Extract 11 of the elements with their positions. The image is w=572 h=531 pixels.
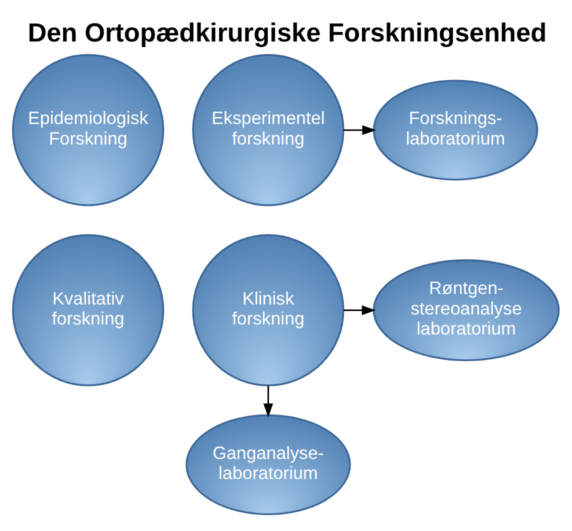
node-ellipse: Ganganalyse- laboratorium xyxy=(186,414,351,516)
arrow xyxy=(263,386,274,418)
arrow xyxy=(344,125,376,135)
arrow xyxy=(344,305,376,316)
node-circle: Eksperimentel forskning xyxy=(192,54,344,206)
node-ellipse: Røntgen- stereoanalyse laboratorium xyxy=(372,259,560,362)
node-ellipse: Forsknings- laboratorium xyxy=(372,80,538,180)
diagram-title: Den Ortopædkirurgiske Forskningsenhed xyxy=(28,17,547,48)
node-circle: Klinisk forskning xyxy=(192,234,344,386)
node-circle: Epidemiologisk Forskning xyxy=(12,54,164,206)
node-circle: Kvalitativ forskning xyxy=(12,234,164,386)
